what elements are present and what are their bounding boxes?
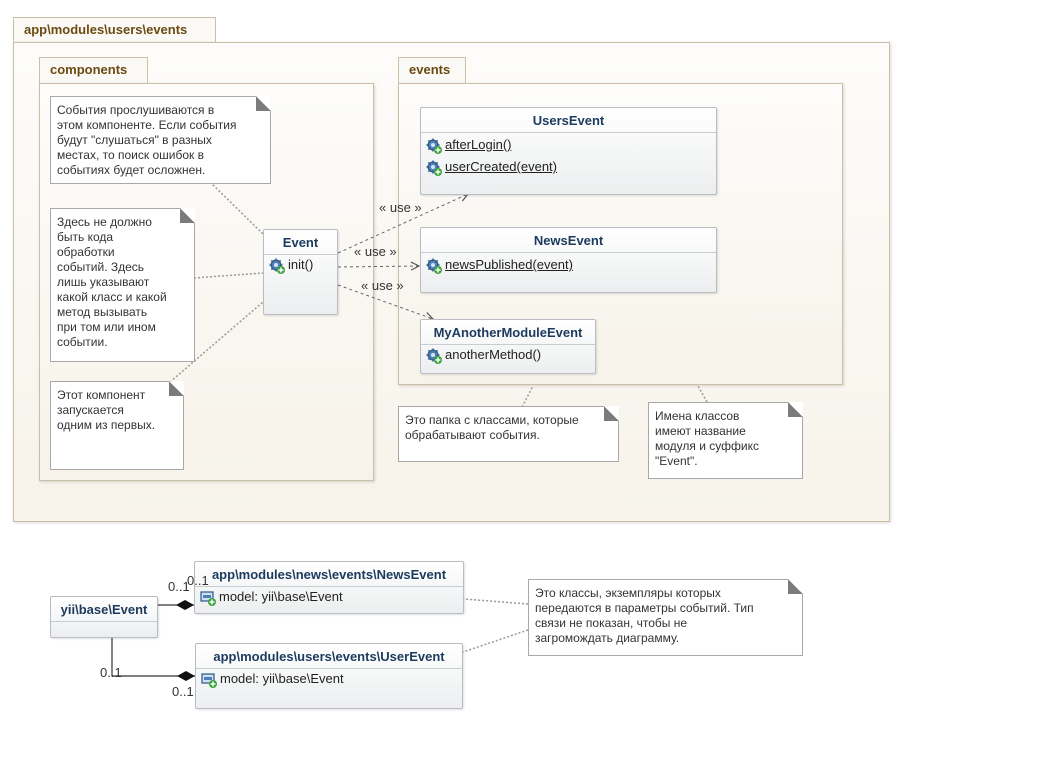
- field-plus-icon: [201, 673, 217, 688]
- note-no-handling-code-text: Здесь не должно быть кода обработки собы…: [57, 215, 167, 349]
- folded-corner-icon: [169, 381, 184, 396]
- note-class-naming[interactable]: Имена классов имеют название модуля и су…: [648, 402, 803, 479]
- class-another-module-event[interactable]: MyAnotherModuleEvent anotherMethod(): [420, 319, 596, 374]
- folded-corner-icon: [256, 96, 271, 111]
- gear-plus-icon: [426, 160, 442, 176]
- use-label-users: « use »: [379, 200, 422, 215]
- note4-anchor: [521, 385, 534, 408]
- use-dependency-another: [337, 284, 433, 319]
- attribute-model-user: model: yii\base\Event: [220, 671, 344, 686]
- method-news-published: newsPublished(event): [445, 257, 573, 272]
- note6-anchor-b: [462, 629, 529, 653]
- method-row[interactable]: afterLogin(): [421, 135, 716, 157]
- attribute-row[interactable]: model: yii\base\Event: [195, 587, 463, 609]
- gear-plus-icon: [426, 348, 442, 364]
- note6-anchor-a: [463, 598, 529, 605]
- note-events-folder-text: Это папка с классами, которые обрабатыва…: [405, 413, 579, 442]
- class-news-full[interactable]: app\modules\news\events\NewsEvent model:…: [194, 561, 464, 614]
- note-listen-events[interactable]: События прослушиваются в этом компоненте…: [50, 96, 271, 184]
- method-row[interactable]: newsPublished(event): [421, 255, 716, 277]
- class-news-event-name: NewsEvent: [421, 228, 716, 253]
- gear-plus-icon: [426, 258, 442, 274]
- method-row[interactable]: init(): [264, 255, 337, 277]
- composition-user-line: [111, 638, 196, 677]
- use-dependency-news: [337, 266, 419, 267]
- class-user-full[interactable]: app\modules\users\events\UserEvent model…: [195, 643, 463, 709]
- gear-plus-icon: [426, 138, 442, 154]
- note-events-folder[interactable]: Это папка с классами, которые обрабатыва…: [398, 406, 619, 462]
- composition-news-diamond: [176, 600, 194, 610]
- class-news-full-name: app\modules\news\events\NewsEvent: [195, 562, 463, 587]
- note-class-naming-text: Имена классов имеют название модуля и су…: [655, 409, 759, 468]
- class-event-name: Event: [264, 230, 337, 255]
- note5-anchor: [697, 385, 708, 403]
- folded-corner-icon: [180, 208, 195, 223]
- note3-anchor: [169, 301, 264, 383]
- multiplicity-news-b: 0..1: [187, 573, 209, 588]
- method-user-created: userCreated(event): [445, 159, 557, 174]
- attribute-model-news: model: yii\base\Event: [219, 589, 343, 604]
- note-component-starts-first-text: Этот компонент запускается одним из перв…: [57, 388, 156, 432]
- class-yii-base-event[interactable]: yii\base\Event: [50, 596, 158, 638]
- note2-anchor: [193, 272, 264, 279]
- gear-plus-icon: [269, 258, 285, 274]
- method-row[interactable]: anotherMethod(): [421, 345, 595, 367]
- class-users-event[interactable]: UsersEvent afterLogin() userCreated(even…: [420, 107, 717, 195]
- class-users-event-name: UsersEvent: [421, 108, 716, 133]
- class-event[interactable]: Event init(): [263, 229, 338, 315]
- components-package-name: components: [50, 62, 128, 77]
- note-event-params-text: Это классы, экземпляры которых передаютс…: [535, 586, 754, 645]
- outer-package-name: app\modules\users\events: [24, 22, 188, 37]
- note-component-starts-first[interactable]: Этот компонент запускается одним из перв…: [50, 381, 184, 470]
- method-row[interactable]: userCreated(event): [421, 157, 716, 179]
- note-no-handling-code[interactable]: Здесь не должно быть кода обработки собы…: [50, 208, 195, 362]
- note1-anchor: [209, 181, 264, 235]
- folded-corner-icon: [788, 402, 803, 417]
- multiplicity-news-a: 0..1: [168, 579, 190, 594]
- class-another-module-event-name: MyAnotherModuleEvent: [421, 320, 595, 345]
- multiplicity-user-left: 0..1: [100, 665, 122, 680]
- composition-user-diamond: [177, 671, 195, 681]
- events-package-tab[interactable]: events: [398, 57, 466, 84]
- class-user-full-name: app\modules\users\events\UserEvent: [196, 644, 462, 669]
- outer-package-tab[interactable]: app\modules\users\events: [13, 17, 216, 43]
- method-another-method: anotherMethod(): [445, 347, 542, 362]
- note-listen-events-text: События прослушиваются в этом компоненте…: [57, 103, 237, 177]
- folded-corner-icon: [788, 579, 803, 594]
- method-init: init(): [288, 257, 314, 272]
- events-package-name: events: [409, 62, 451, 77]
- folded-corner-icon: [604, 406, 619, 421]
- components-package-tab[interactable]: components: [39, 57, 148, 84]
- multiplicity-user-right: 0..1: [172, 684, 194, 699]
- class-yii-base-event-name: yii\base\Event: [51, 597, 157, 622]
- use-label-news: « use »: [354, 244, 397, 259]
- method-after-login: afterLogin(): [445, 137, 512, 152]
- use-label-another: « use »: [361, 278, 404, 293]
- note-event-params[interactable]: Это классы, экземпляры которых передаютс…: [528, 579, 803, 656]
- attribute-row[interactable]: model: yii\base\Event: [196, 669, 462, 691]
- class-news-event[interactable]: NewsEvent newsPublished(event): [420, 227, 717, 293]
- field-plus-icon: [200, 591, 216, 606]
